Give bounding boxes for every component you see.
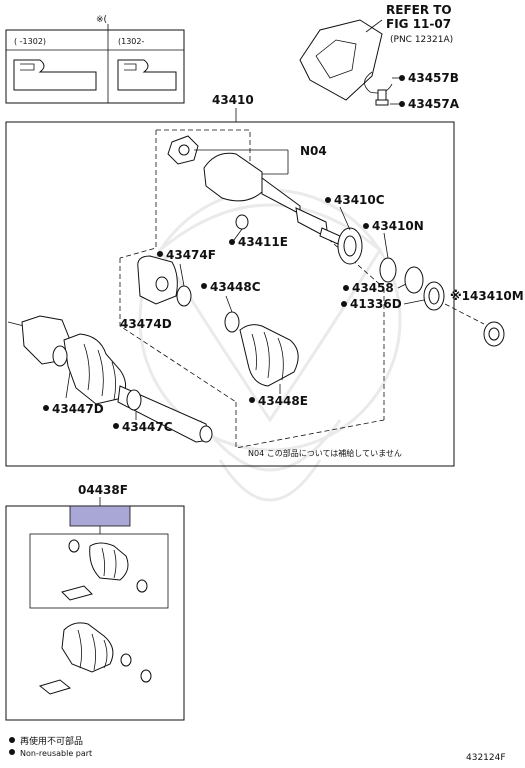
- part-43447c-clamp: 43447C: [113, 389, 173, 434]
- kit-highlight-bar: [69, 505, 131, 527]
- non-reusable-dot: [113, 423, 119, 429]
- part-43448c-clamp: 43448C: [201, 280, 261, 333]
- label-43457a: 43457A: [408, 97, 460, 111]
- non-reusable-dot: [399, 75, 405, 81]
- refer-line3: (PNC 12321A): [390, 35, 453, 45]
- note-n04: N04 この部品については補給していません: [248, 448, 402, 458]
- part-43474f-clamp: 43474F: [157, 248, 216, 307]
- non-reusable-dot: [341, 301, 347, 307]
- non-reusable-dot: [229, 239, 235, 245]
- part-43447d-clamp: 43447D: [43, 345, 104, 416]
- label-04438f: 04438F: [78, 483, 128, 497]
- part-43457a: 43457A: [375, 89, 460, 111]
- drive-shaft-assembly-frame: [5, 121, 455, 467]
- non-reusable-dot: [249, 397, 255, 403]
- part-43411e: 43411E: [229, 214, 288, 249]
- legend-dot: [9, 749, 15, 755]
- label-43448c: 43448C: [210, 280, 261, 294]
- legend-en: Non-reusable part: [20, 749, 92, 758]
- label-43410n: 43410N: [372, 219, 424, 233]
- label-43410m: ※143410M: [450, 289, 524, 303]
- inset-detail: ※( ( -1302) (1302-: [5, 15, 185, 104]
- non-reusable-dot: [43, 405, 49, 411]
- label-41336d: 41336D: [350, 297, 402, 311]
- inner-joint-housing: [203, 152, 341, 245]
- part-n04-tripod: N04: [167, 135, 327, 175]
- legend: 再使用不可部品 Non-reusable part: [9, 735, 92, 758]
- outer-joint-assembly: [7, 315, 213, 443]
- part-43410m: ※143410M: [450, 289, 524, 347]
- non-reusable-dot: [157, 251, 163, 257]
- non-reusable-dot: [363, 223, 369, 229]
- part-43448e-boot: 43448E: [239, 324, 308, 408]
- part-41336d: 41336D: [341, 281, 445, 311]
- non-reusable-dot: [399, 101, 405, 107]
- legend-jp: 再使用不可部品: [20, 735, 83, 747]
- inset-note-mark: ※(: [96, 15, 107, 25]
- label-43457b: 43457B: [408, 71, 459, 85]
- label-43410: 43410: [212, 93, 254, 107]
- part-43410c: 43410C: [325, 193, 385, 265]
- part-43410n: 43410N: [363, 219, 424, 283]
- label-43447d: 43447D: [52, 402, 104, 416]
- label-43410c: 43410C: [334, 193, 385, 207]
- label-43474f: 43474F: [166, 248, 216, 262]
- refer-reference: REFER TO FIG 11-07 (PNC 12321A): [299, 3, 453, 101]
- non-reusable-dot: [325, 197, 331, 203]
- label-n04: N04: [300, 144, 327, 158]
- label-43474d: 43474D: [120, 317, 172, 331]
- bracket-housing: [299, 19, 383, 101]
- inset-left-range: ( -1302): [14, 37, 46, 46]
- refer-line1: REFER TO: [386, 3, 452, 17]
- label-43458: 43458: [352, 281, 394, 295]
- non-reusable-dot: [343, 285, 349, 291]
- non-reusable-dot: [201, 283, 207, 289]
- kit-inner-boot: [61, 539, 148, 601]
- kit-outer-boot: [38, 622, 152, 695]
- part-43474d-damper: 43474D: [120, 255, 178, 331]
- inset-right-range: (1302-: [118, 37, 144, 46]
- refer-line2: FIG 11-07: [386, 17, 451, 31]
- label-43411e: 43411E: [238, 235, 288, 249]
- part-43458: 43458: [343, 266, 424, 295]
- part-43457b: 43457B: [364, 71, 459, 94]
- label-43448e: 43448E: [258, 394, 308, 408]
- figure-number: 432124F: [466, 753, 506, 763]
- legend-dot: [9, 737, 15, 743]
- boot-kit-frame: [5, 505, 185, 721]
- label-43447c: 43447C: [122, 420, 173, 434]
- kit-inner-box: [29, 533, 169, 609]
